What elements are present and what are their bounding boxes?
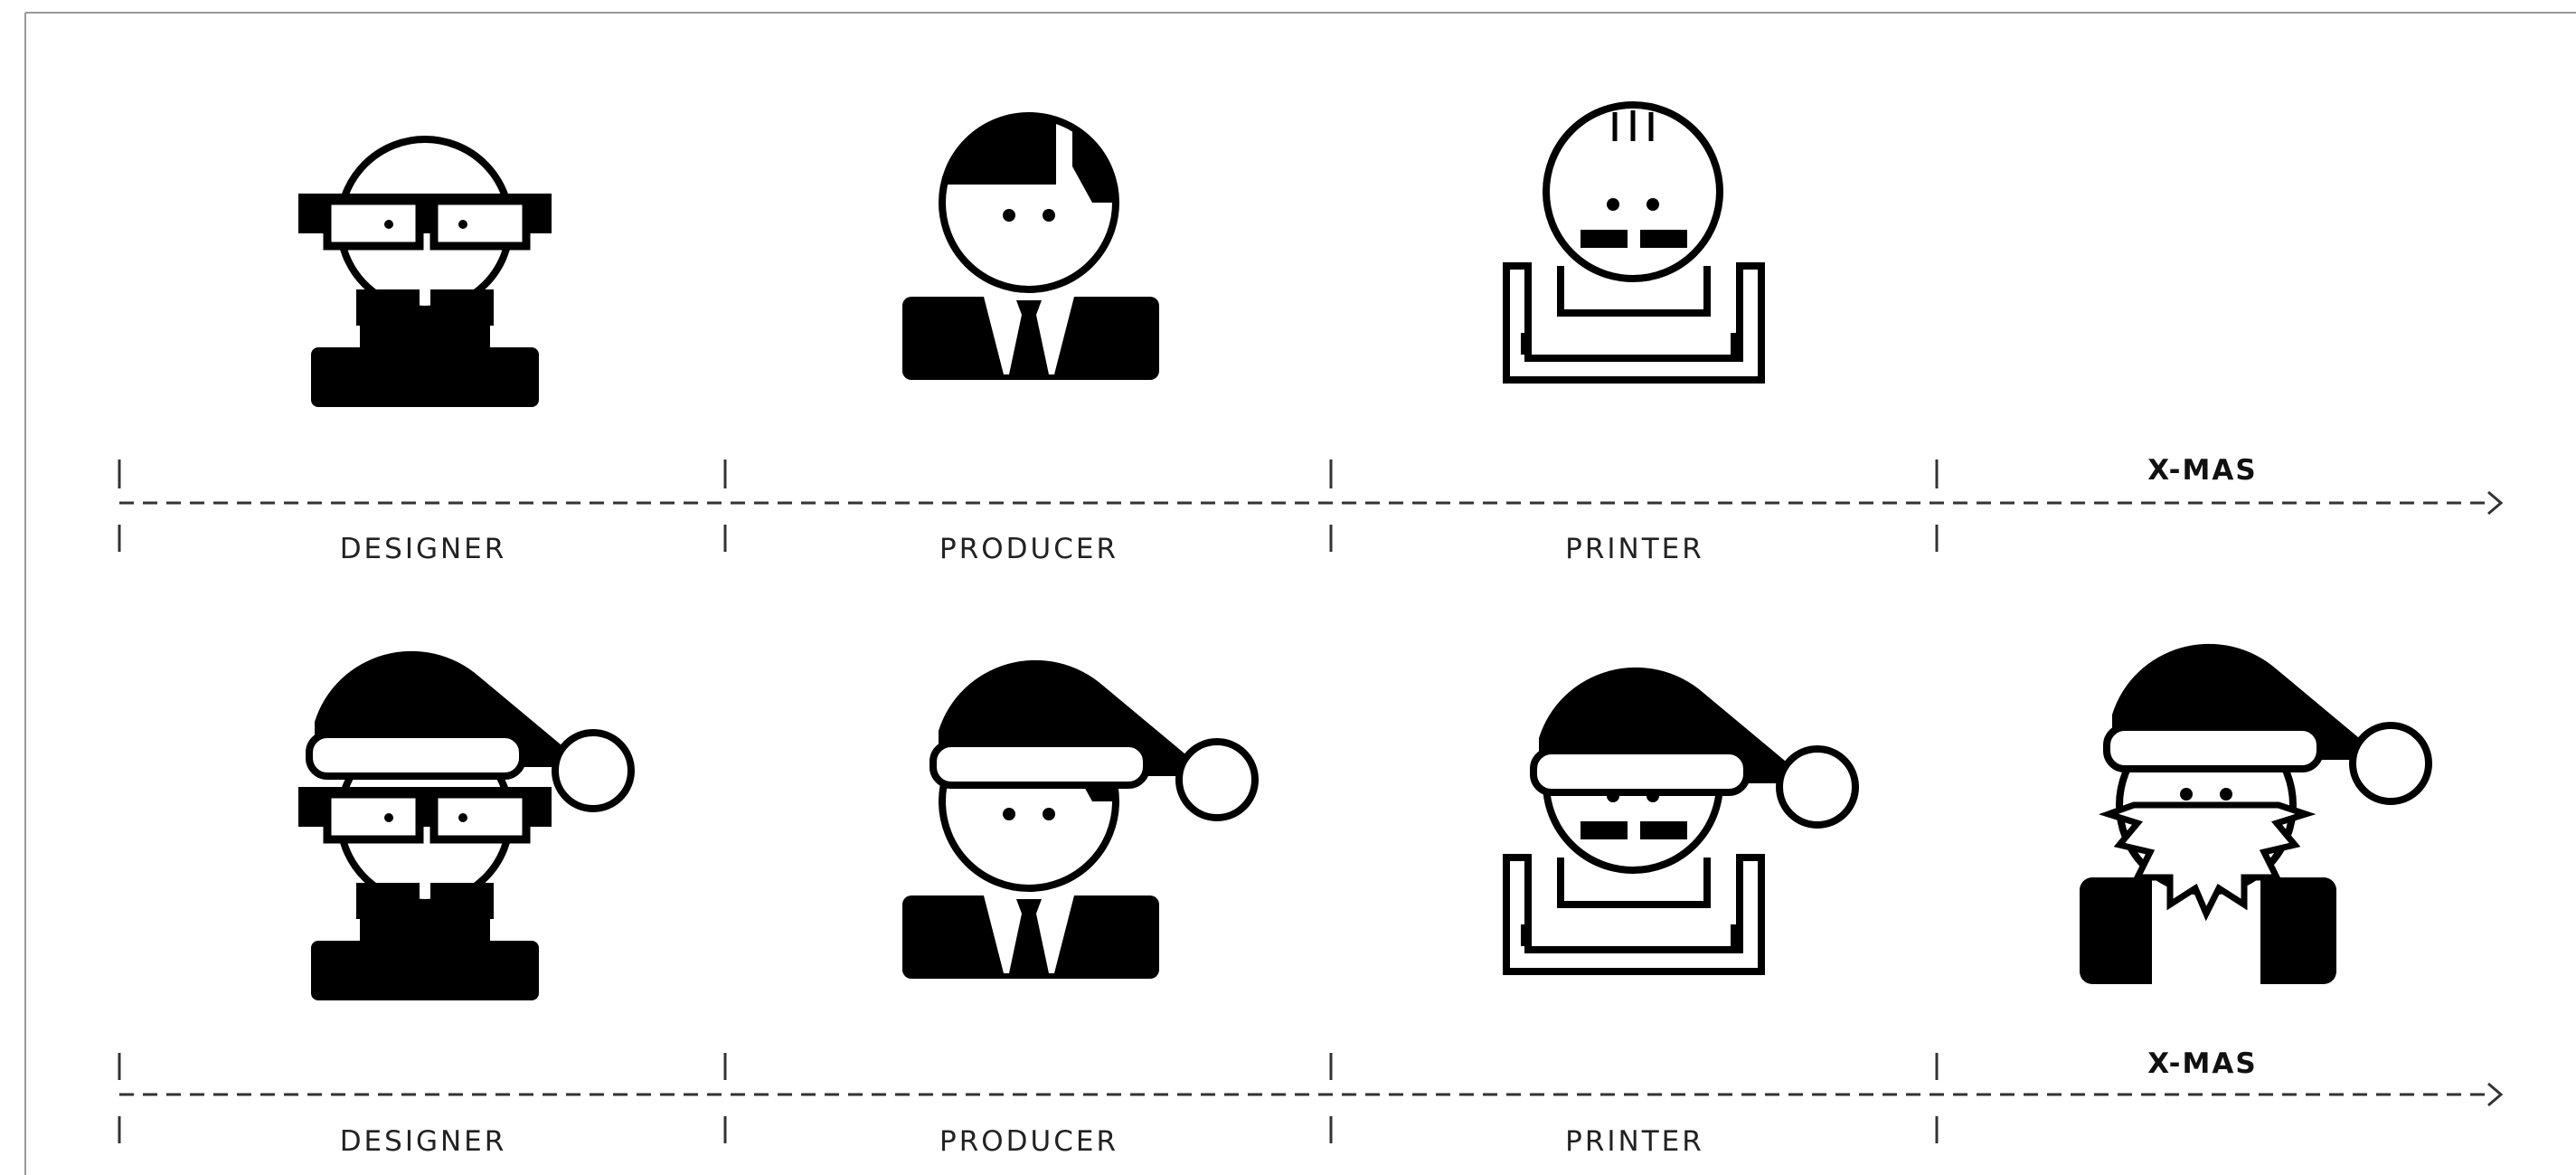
stage-label-xmas: X-MAS <box>2147 454 2257 487</box>
timeline-row-1: DESIGNER PRODUCER PRINTER X-MAS <box>118 454 2504 565</box>
stage-label-producer: PRODUCER <box>939 1125 1118 1158</box>
producer-with-hat-icon <box>902 660 1255 979</box>
stage-label-designer: DESIGNER <box>340 1125 507 1158</box>
producer-icon <box>902 115 1159 380</box>
timeline-row-2: DESIGNER PRODUCER PRINTER X-MAS <box>118 1047 2504 1158</box>
stage-label-xmas: X-MAS <box>2147 1047 2257 1080</box>
stage-label-designer: DESIGNER <box>340 533 507 565</box>
designer-icon <box>298 139 552 407</box>
santa-icon <box>2080 644 2429 984</box>
printer-with-hat-icon <box>1506 668 1855 971</box>
designer-with-hat-icon <box>298 651 631 1000</box>
stage-label-printer: PRINTER <box>1565 533 1704 565</box>
printer-icon <box>1506 105 1761 380</box>
stage-label-producer: PRODUCER <box>939 533 1118 565</box>
stage-label-printer: PRINTER <box>1565 1125 1704 1158</box>
